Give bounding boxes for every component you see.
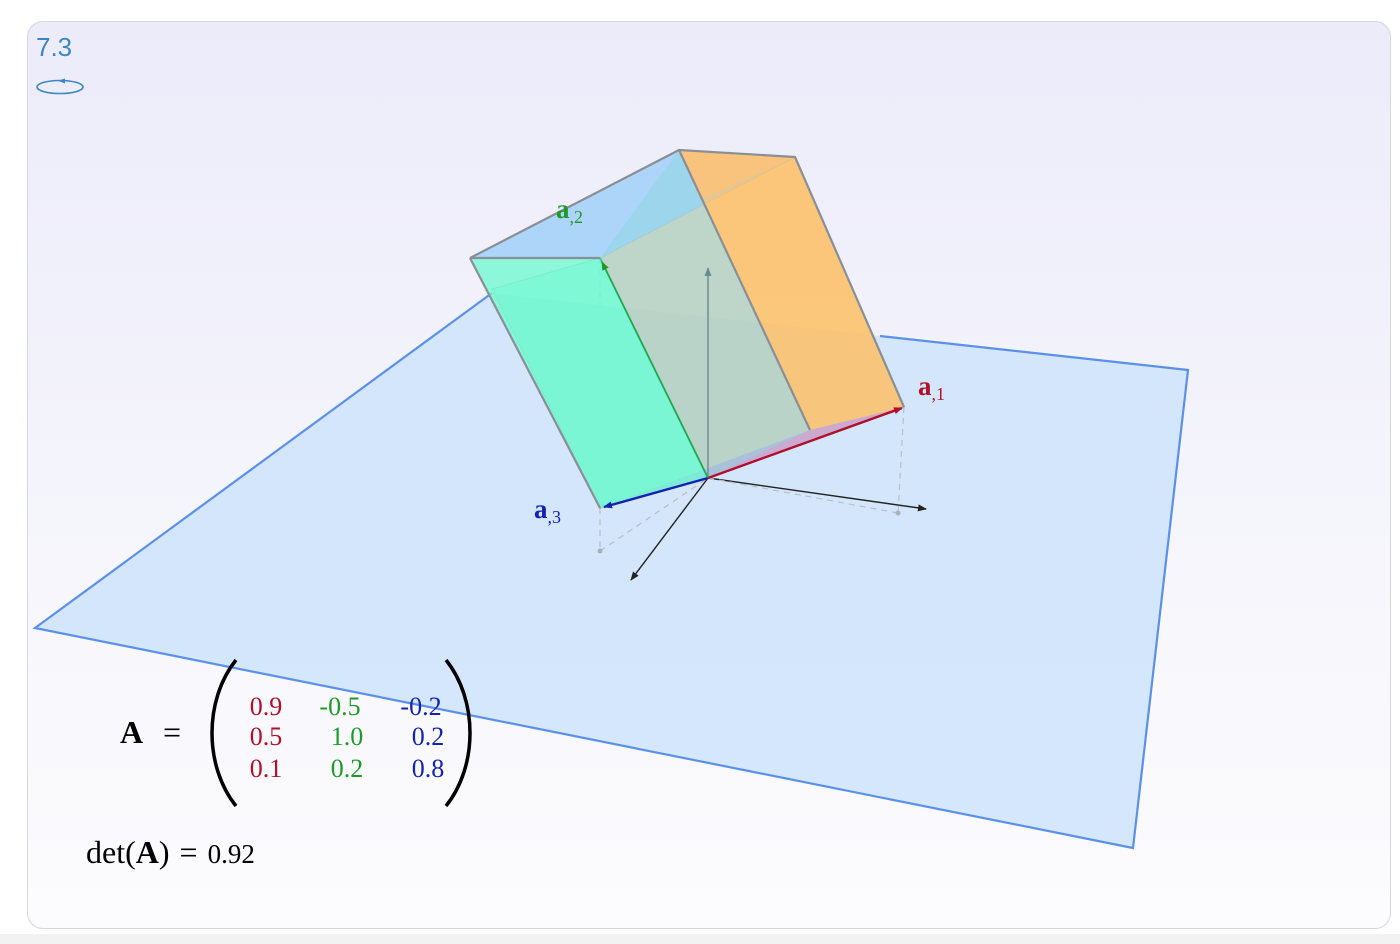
ground-plane [35,293,1188,848]
determinant-expression: det(A) = 0.92 [86,834,255,870]
parallelepiped-edges [469,148,906,509]
label-a3: a,3 [534,494,561,527]
y-axis [630,477,709,581]
x-axis [707,477,927,512]
face-front-teal [600,150,810,478]
det-open-paren: ( [125,834,136,870]
label-a1: a,1 [918,371,945,404]
det-equals: = [180,834,198,870]
bottom-strip [0,934,1400,944]
matrix-cell-r1c3: -0.2 [400,692,441,721]
matrix-cell-r3c1: 0.1 [250,754,283,783]
matrix-name: A [120,714,143,750]
vector-a3 [603,476,709,509]
label-a3-main: a [534,494,548,524]
matrix-equals: = [163,714,181,750]
det-func: det [86,834,125,870]
matrix-right-bracket [444,658,472,808]
face-front-green [470,258,708,508]
vector-a1 [707,406,903,480]
projection-point-3 [597,548,603,554]
vector-a2 [601,261,709,479]
label-a2-main: a [556,194,570,224]
matrix-entries: 0.9 -0.5 -0.2 0.5 1.0 0.2 0.1 0.2 0.8 [250,692,445,783]
label-a1-main: a [918,371,932,401]
rotate-icon[interactable] [34,77,86,97]
label-a2: a,2 [556,194,583,227]
matrix-cell-r2c1: 0.5 [250,722,283,751]
matrix-cell-r3c3: 0.8 [412,754,445,783]
det-value: 0.92 [208,839,255,869]
label-a2-sub: ,2 [570,207,584,227]
matrix-cell-r3c2: 0.2 [331,754,364,783]
section-number-link[interactable]: 7.3 [36,32,73,62]
face-front-orange [679,150,904,430]
matrix-cell-r2c2: 1.0 [331,722,364,751]
matrix-cell-r1c2: -0.5 [319,692,360,721]
matrix-cell-r2c3: 0.2 [412,722,445,751]
label-a3-sub: ,3 [548,507,562,527]
matrix-left-bracket [210,658,238,808]
projection-point-1 [895,510,901,516]
ground-plane-edge [32,292,1190,850]
det-close-paren: ) [159,834,170,870]
label-a1-sub: ,1 [932,384,946,404]
matrix-cell-r1c1: 0.9 [250,692,283,721]
det-matrix-name: A [136,834,159,870]
